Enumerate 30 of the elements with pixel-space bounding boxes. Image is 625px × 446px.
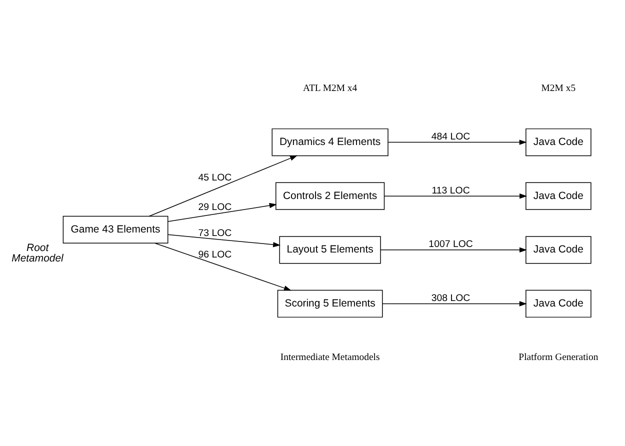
node-box: Controls 2 Elements xyxy=(276,182,385,210)
arrow xyxy=(380,247,527,253)
edge-label: 73 LOC xyxy=(198,228,232,240)
node-box: Java Code xyxy=(526,128,592,156)
arrow xyxy=(388,140,527,145)
edge-label: 308 LOC xyxy=(431,293,470,304)
edge-label: 29 LOC xyxy=(198,202,232,213)
node-box: Game 43 Elements xyxy=(62,216,168,244)
label: Platform Generation xyxy=(518,352,598,364)
edge-label: 113 LOC xyxy=(432,185,470,196)
node-box: Scoring 5 Elements xyxy=(277,290,383,318)
arrow xyxy=(382,301,527,306)
node-box: Dynamics 4 Elements xyxy=(272,128,388,156)
arrow xyxy=(168,234,281,248)
arrow xyxy=(148,155,298,217)
node-label: Root Metamodel xyxy=(12,242,64,264)
edge-label: 96 LOC xyxy=(198,250,232,261)
edge-label: 1007 LOC xyxy=(428,239,473,250)
node-box: Java Code xyxy=(526,290,592,318)
arrow xyxy=(154,242,292,291)
node-box: Java Code xyxy=(526,182,592,210)
label: M2M x5 xyxy=(541,82,576,94)
label: Intermediate Metamodels xyxy=(280,352,380,364)
node-box: Layout 5 Elements xyxy=(279,236,381,264)
label: ATL M2M x4 xyxy=(303,82,358,94)
arrow xyxy=(384,193,528,199)
edge-label: 484 LOC xyxy=(431,132,470,143)
arrow xyxy=(168,202,277,222)
node-box: Java Code xyxy=(526,236,592,264)
edge-label: 45 LOC xyxy=(198,172,232,184)
